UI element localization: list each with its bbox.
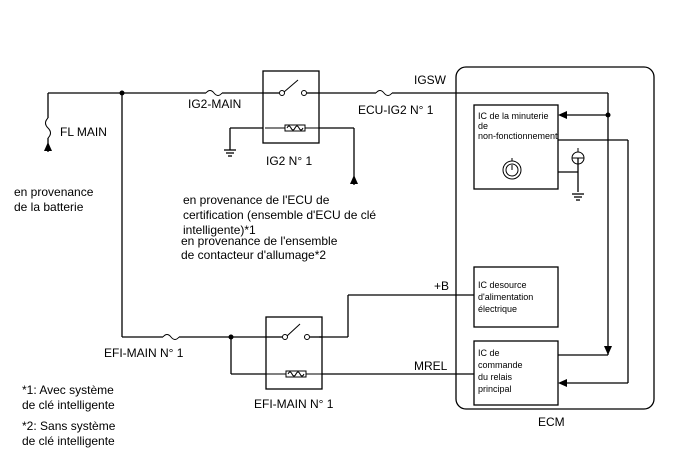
efi-main-fuse-label: EFI-MAIN N° 1 — [104, 346, 184, 360]
battery-label-1: en provenance — [14, 185, 94, 199]
footnote-1-line-2: de clé intelligente — [22, 398, 115, 412]
relay-ic-box — [473, 340, 559, 406]
power-ic-box — [473, 266, 559, 328]
efi-main-fuse-icon — [162, 334, 180, 340]
ecm-outline — [455, 66, 655, 410]
timer-ic-box — [473, 104, 559, 190]
relay-ic-label-3: du relais — [478, 372, 513, 382]
efi-main-relay — [265, 316, 323, 390]
relay-ic-label-4: principal — [478, 384, 512, 394]
igsw-arrow-icon — [604, 346, 612, 355]
timer-arrow-icon — [558, 111, 567, 119]
ig2-relay-label: IG2 N° 1 — [266, 154, 312, 168]
cert-ecu-label-3: intelligente)*1 — [183, 223, 256, 237]
efi-main-relay-label: EFI-MAIN N° 1 — [254, 397, 334, 411]
ign-switch-label-1: en provenance de l'ensemble — [181, 234, 338, 248]
footnote-2-line-2: de clé intelligente — [22, 434, 115, 448]
ecm-label: ECM — [538, 415, 565, 429]
power-ic-label-1: IC desource — [478, 280, 527, 290]
cert-ecu-label-2: certification (ensemble d'ECU de clé — [183, 208, 376, 222]
ig2-relay — [262, 70, 320, 144]
footnote-1-line-1: *1: Avec système — [22, 383, 114, 397]
relay-ic-label-1: IC de — [478, 348, 500, 358]
igsw-label: IGSW — [414, 73, 447, 87]
fl-main-fuse-icon — [45, 117, 51, 139]
footnote-2-line-1: *2: Sans système — [22, 419, 116, 433]
battery-label-2: de la batterie — [14, 200, 84, 214]
power-ic-label-3: électrique — [478, 304, 517, 314]
fl-main-label: FL MAIN — [60, 125, 107, 139]
relay-ic-label-2: commande — [478, 360, 523, 370]
ig2-main-fuse-icon — [205, 90, 265, 96]
battery-lead — [44, 92, 206, 152]
cert-ecu-label-1: en provenance de l'ECU de — [183, 193, 330, 207]
junction-dot — [119, 90, 125, 96]
ground-icon — [224, 149, 236, 157]
timer-ic-label-1: IC de la minuterie — [478, 111, 549, 121]
power-ic-label-2: d'alimentation — [478, 292, 533, 302]
ecu-ig2-label: ECU-IG2 N° 1 — [358, 103, 434, 117]
clock-icon — [502, 158, 522, 180]
ground-icon-ecm — [572, 193, 584, 201]
battery-arrow-icon — [44, 142, 52, 151]
timer-ic-label-2: de — [478, 121, 488, 131]
control-arrow-icon — [350, 175, 358, 184]
ign-switch-label-2: de contacteur d'allumage*2 — [181, 248, 326, 262]
ecu-ig2-fuse-icon — [375, 90, 393, 96]
plus-b-label: +B — [434, 279, 449, 293]
timer-ic-label-3: non-fonctionnement — [478, 131, 558, 141]
mrel-label: MREL — [414, 359, 448, 373]
ig2-main-label: IG2-MAIN — [188, 97, 241, 111]
